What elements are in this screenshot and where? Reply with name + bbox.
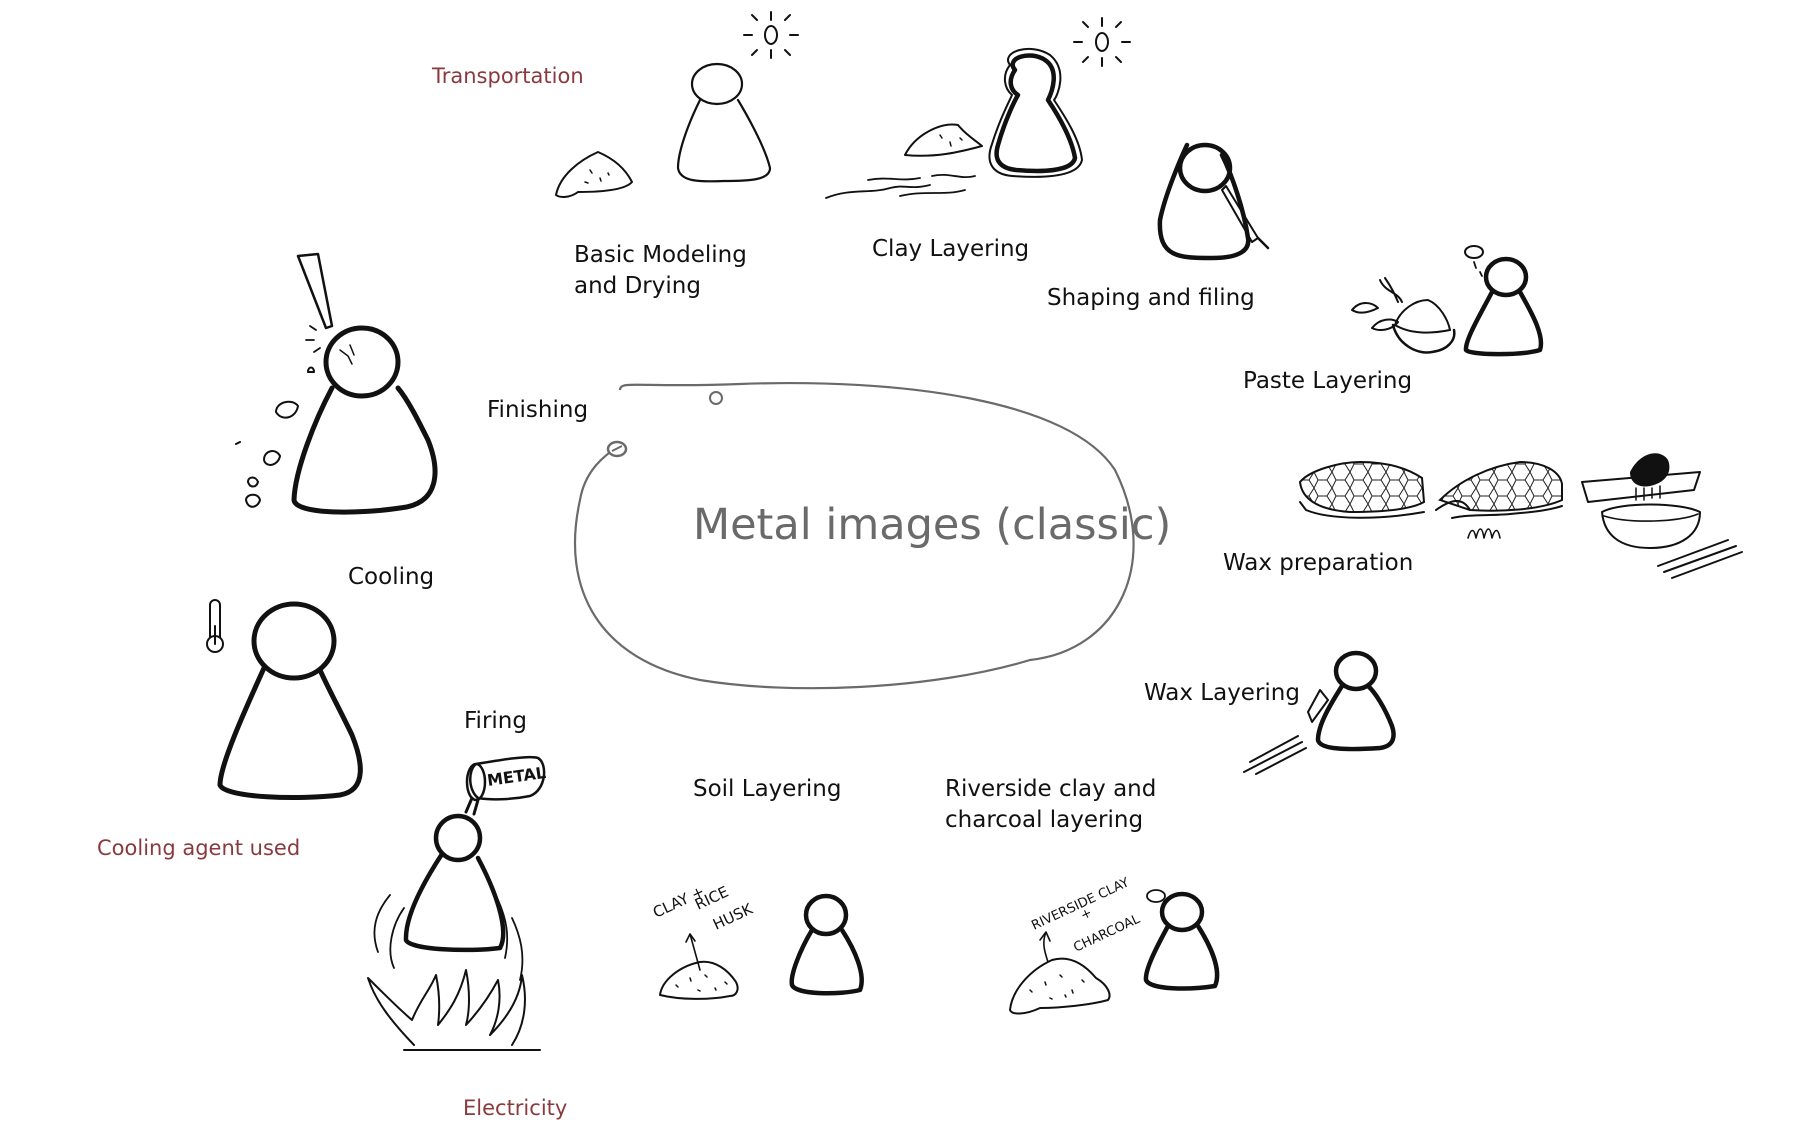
step-label-basic-modeling: Basic Modeling and Drying [574, 242, 747, 299]
paste-layering-sketch [1351, 245, 1544, 357]
riverside-mix-line-2: + [1078, 905, 1094, 923]
finishing-sketch [235, 252, 438, 515]
metal-bucket-label: METAL [486, 763, 547, 790]
step-label-clay-layering: Clay Layering [872, 236, 1030, 262]
metal-bucket-icon: METAL [464, 755, 547, 816]
step-label-riverside-clay: Riverside clay and charcoal layering [945, 776, 1157, 833]
cycle-loop [573, 381, 1135, 690]
sun-icon [1073, 17, 1131, 67]
note-electricity: Electricity [463, 1096, 568, 1120]
step-label-cooling: Cooling [348, 564, 435, 590]
note-cooling-agent: Cooling agent used [97, 836, 301, 860]
wax-layering-sketch [1243, 650, 1396, 775]
note-transportation: Transportation [432, 64, 584, 88]
thermometer-icon [206, 599, 224, 653]
step-label-paste-layering: Paste Layering [1243, 368, 1413, 394]
clay-layering-sketch [825, 17, 1131, 199]
step-label-soil-layering: Soil Layering [693, 776, 842, 802]
soil-layering-sketch: CLAY + RICE HUSK [650, 882, 864, 1000]
cooling-sketch [206, 599, 363, 801]
step-label-wax-layering: Wax Layering [1144, 680, 1300, 706]
step-label-shaping-filing: Shaping and filing [1047, 285, 1255, 311]
cycle-start-dot [709, 391, 723, 405]
basic-modeling-sketch [555, 11, 799, 198]
sun-icon [743, 11, 799, 59]
step-label-wax-preparation: Wax preparation [1223, 550, 1414, 576]
file-tool-icon [1221, 185, 1270, 250]
firing-sketch: METAL [367, 755, 547, 1051]
riverside-clay-sketch: RIVERSIDE CLAY + CHARCOAL [1009, 875, 1220, 1015]
wax-preparation-sketch [1298, 453, 1743, 579]
shaping-filing-sketch [1157, 142, 1270, 261]
step-label-firing: Firing [464, 708, 527, 734]
diagram-title: Metal images (classic) [693, 500, 1172, 550]
step-label-finishing: Finishing [487, 397, 589, 423]
